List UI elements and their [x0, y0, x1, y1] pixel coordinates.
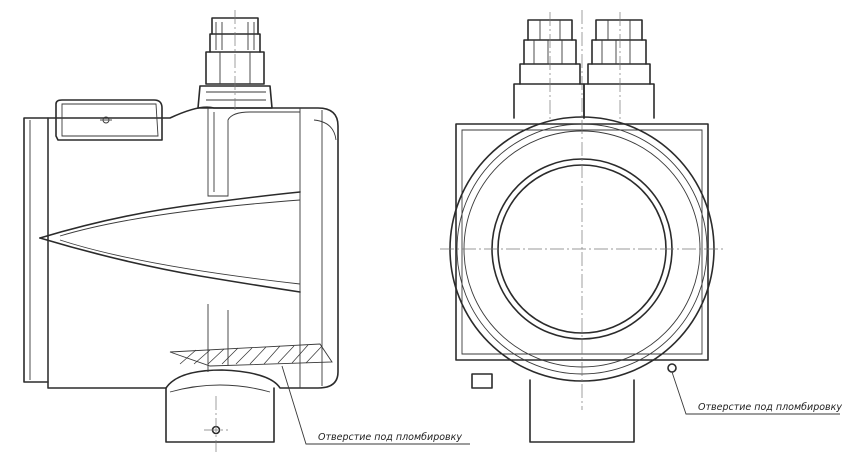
side-housing-outline — [47, 106, 339, 389]
side-gland-neck — [197, 85, 273, 109]
side-gland-neck-rings — [206, 91, 266, 101]
side-cone-upper — [39, 191, 301, 239]
side-lower-rib — [207, 304, 229, 372]
side-bottom-boss — [165, 387, 275, 443]
side-gland-knurl — [215, 22, 255, 50]
front-gland-left — [513, 12, 585, 120]
front-seal-hole-label: Отверстие под пломбировку — [698, 402, 842, 413]
side-gland-hex-faces — [219, 52, 251, 84]
side-boss-fillet — [169, 384, 271, 393]
side-top-box — [55, 99, 163, 141]
front-seal-hole — [667, 363, 677, 373]
side-cone-inner — [59, 199, 301, 285]
side-rear-corner — [313, 119, 337, 141]
front-gland-right — [583, 12, 655, 120]
front-bottom-boss — [529, 379, 635, 443]
side-callout-leader — [281, 365, 470, 445]
front-housing-inner — [461, 129, 703, 355]
side-bezel-outline — [23, 117, 49, 383]
side-view — [23, 10, 470, 452]
side-top-box-inner — [61, 103, 159, 137]
side-hatched-section — [169, 343, 333, 367]
side-upper-rib — [207, 108, 300, 197]
side-cone-lower — [39, 237, 301, 293]
front-callout-leader — [671, 371, 840, 415]
front-view — [440, 10, 840, 443]
front-drain-plug — [471, 373, 493, 389]
side-seal-hole-label: Отверстие под пломбировку — [318, 432, 462, 443]
side-gland-hex — [205, 51, 265, 85]
